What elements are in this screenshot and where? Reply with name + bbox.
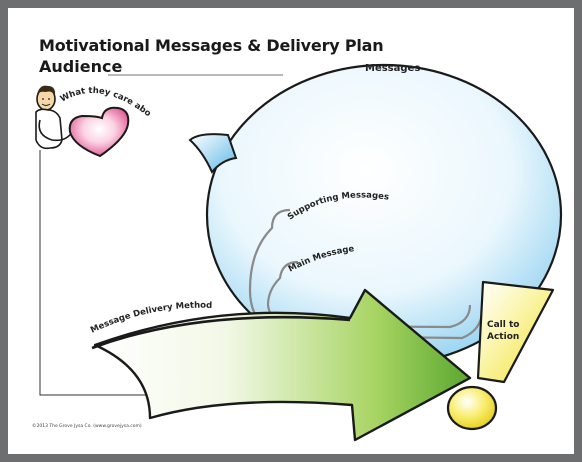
audience-label: Audience <box>39 57 123 76</box>
main-message-bracket <box>266 260 472 329</box>
call-to-action-label: Call to Action <box>487 320 520 342</box>
messages-label: Messages <box>365 63 421 74</box>
delivery-arrow <box>91 288 472 442</box>
call-to-action-exclamation <box>446 280 555 431</box>
page-title: Motivational Messages & Delivery Plan <box>39 36 384 55</box>
copyright-notice: ©2013 The Grove Jysa Co. (www.grovejysa.… <box>32 424 142 429</box>
left-margin-line <box>39 150 150 396</box>
supporting-message-bracket <box>248 208 484 340</box>
person-icon <box>35 85 73 150</box>
heart-icon <box>68 106 130 158</box>
